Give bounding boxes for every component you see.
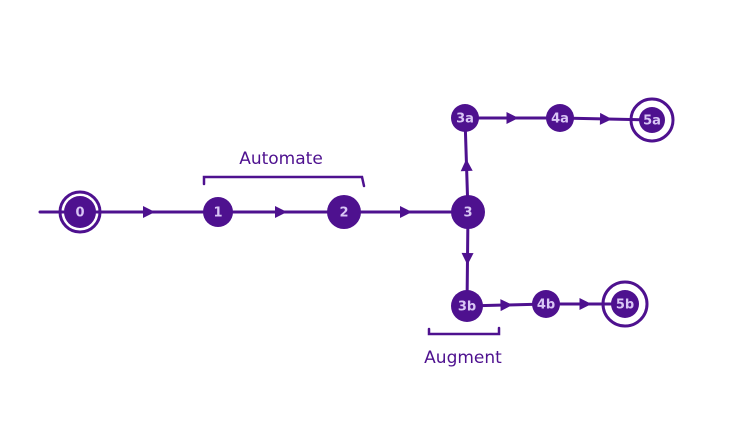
node-4a: 4a xyxy=(546,104,574,132)
node-circle-5b xyxy=(611,290,639,318)
node-4b: 4b xyxy=(532,290,560,318)
node-label-4b: 4b xyxy=(537,298,555,313)
node-circle-4b xyxy=(532,290,560,318)
node-circle-1 xyxy=(203,197,233,227)
accept-ring-5a xyxy=(629,97,675,143)
node-3: 3 xyxy=(451,195,485,229)
arrow-1-to-2 xyxy=(275,206,287,218)
node-label-3a: 3a xyxy=(456,112,474,127)
augment-bracket xyxy=(427,326,501,336)
arrow-0-to-1 xyxy=(143,206,155,218)
node-label-1: 1 xyxy=(213,206,222,221)
node-5b: 5b xyxy=(601,280,649,328)
node-label-4a: 4a xyxy=(551,112,569,127)
node-1: 1 xyxy=(203,197,233,227)
arrow-3-to-3b xyxy=(461,252,474,265)
node-label-5b: 5b xyxy=(616,298,634,313)
nodes-layer: 0 1 2 3 3a 4a 5a 3b 4b 5b xyxy=(58,97,675,328)
arrow-2-to-3 xyxy=(400,206,412,218)
node-circle-4a xyxy=(546,104,574,132)
annotations-layer: Automate Augment xyxy=(202,149,502,368)
arrow-3a-to-4a xyxy=(506,112,519,124)
node-label-0: 0 xyxy=(75,206,84,221)
automate-label: Automate xyxy=(239,149,323,169)
accept-ring-0 xyxy=(58,190,102,234)
node-circle-5a xyxy=(639,107,665,133)
node-label-5a: 5a xyxy=(643,114,661,129)
node-label-3b: 3b xyxy=(458,300,476,315)
node-label-3: 3 xyxy=(463,206,472,221)
node-0: 0 xyxy=(58,190,102,234)
augment-label: Augment xyxy=(424,348,502,368)
node-circle-2 xyxy=(327,195,361,229)
arrow-4b-to-5b xyxy=(579,298,592,310)
node-2: 2 xyxy=(327,195,361,229)
node-circle-3a xyxy=(451,104,479,132)
node-3a: 3a xyxy=(451,104,479,132)
arrow-3b-to-4b xyxy=(500,299,513,312)
automate-bracket xyxy=(202,175,366,188)
accept-ring-5b xyxy=(601,280,649,328)
node-circle-3b xyxy=(451,290,483,322)
node-circle-0 xyxy=(64,196,96,228)
node-3b: 3b xyxy=(451,290,483,322)
node-5a: 5a xyxy=(629,97,675,143)
arrow-4a-to-5a xyxy=(599,112,612,125)
node-circle-3 xyxy=(451,195,485,229)
arrow-3-to-3a xyxy=(460,159,473,172)
node-label-2: 2 xyxy=(339,206,348,221)
